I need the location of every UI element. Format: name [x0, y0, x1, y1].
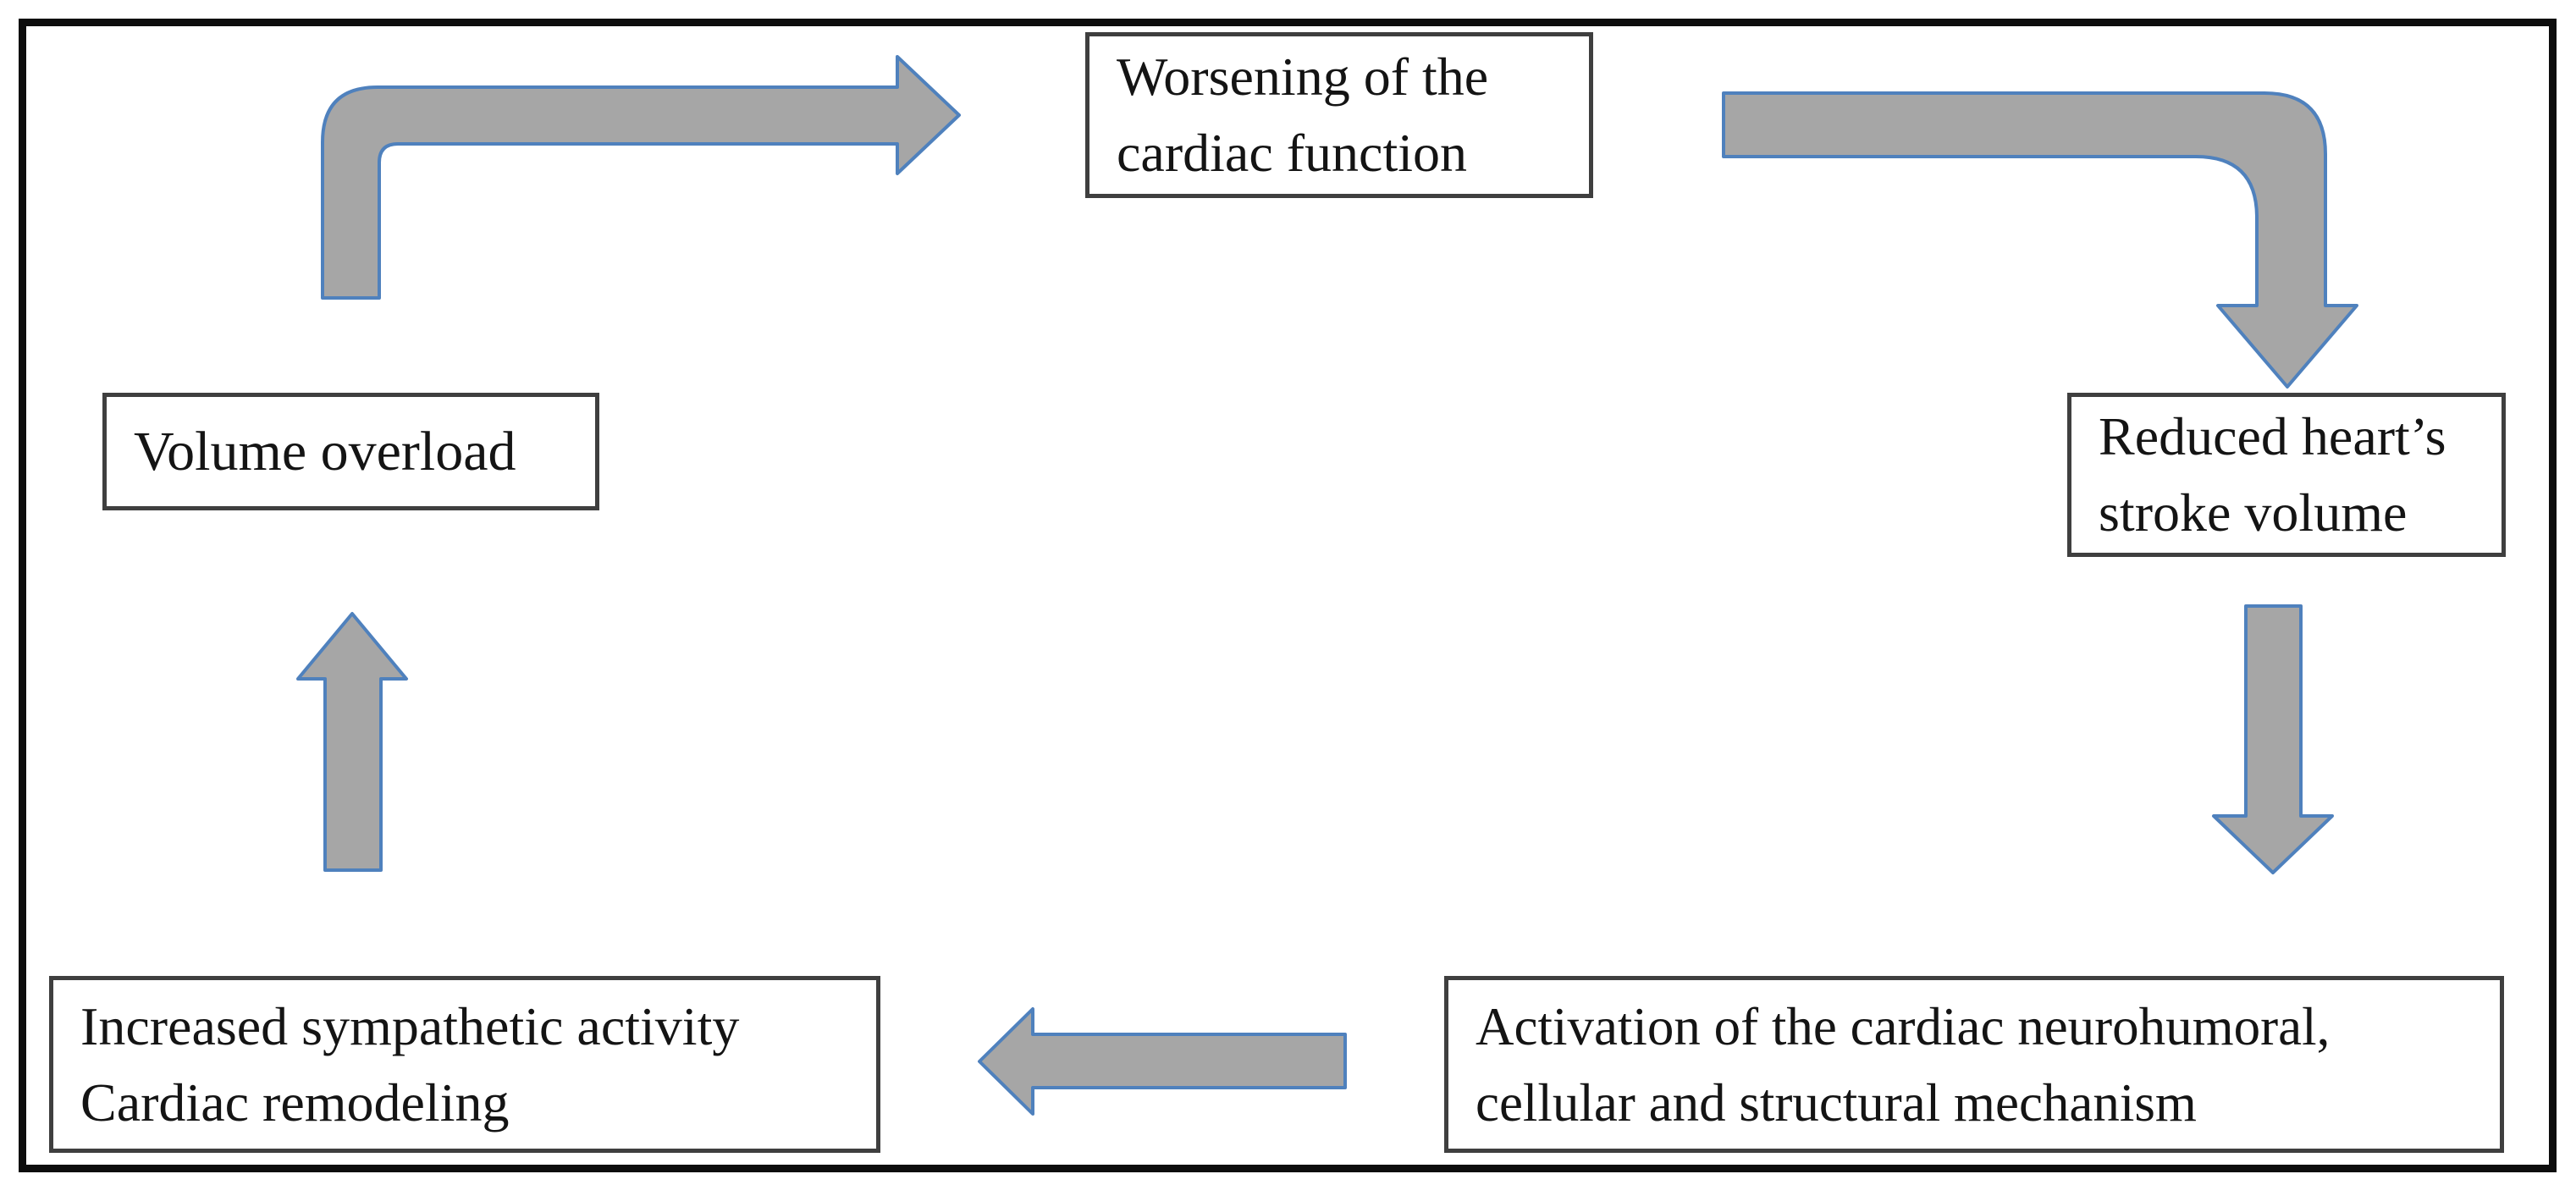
- node-activation-neurohumoral-mechanism: Activation of the cardiac neurohumoral, …: [1444, 976, 2504, 1153]
- node-reduced-stroke-volume: Reduced heart’s stroke volume: [2067, 393, 2506, 557]
- elbow-arrow-volume-to-worsening: [321, 55, 961, 300]
- node-label: Reduced heart’s stroke volume: [2099, 406, 2446, 543]
- outer-frame: [19, 19, 2557, 1172]
- node-volume-overload: Volume overload: [102, 393, 599, 510]
- node-label: Increased sympathetic activity Cardiac r…: [80, 995, 740, 1133]
- node-label: Worsening of the cardiac function: [1117, 47, 1489, 183]
- node-label: Activation of the cardiac neurohumoral, …: [1476, 996, 2331, 1133]
- node-worsening-cardiac-function: Worsening of the cardiac function: [1085, 32, 1593, 198]
- left-arrow-activation-to-increased: [978, 1007, 1347, 1116]
- up-arrow-increased-to-volume: [296, 612, 408, 872]
- elbow-arrow-worsening-to-reduced: [1722, 91, 2358, 389]
- down-arrow-reduced-to-activation: [2212, 604, 2334, 874]
- node-label: Volume overload: [134, 420, 516, 482]
- node-increased-sympathetic-activity: Increased sympathetic activity Cardiac r…: [49, 976, 880, 1153]
